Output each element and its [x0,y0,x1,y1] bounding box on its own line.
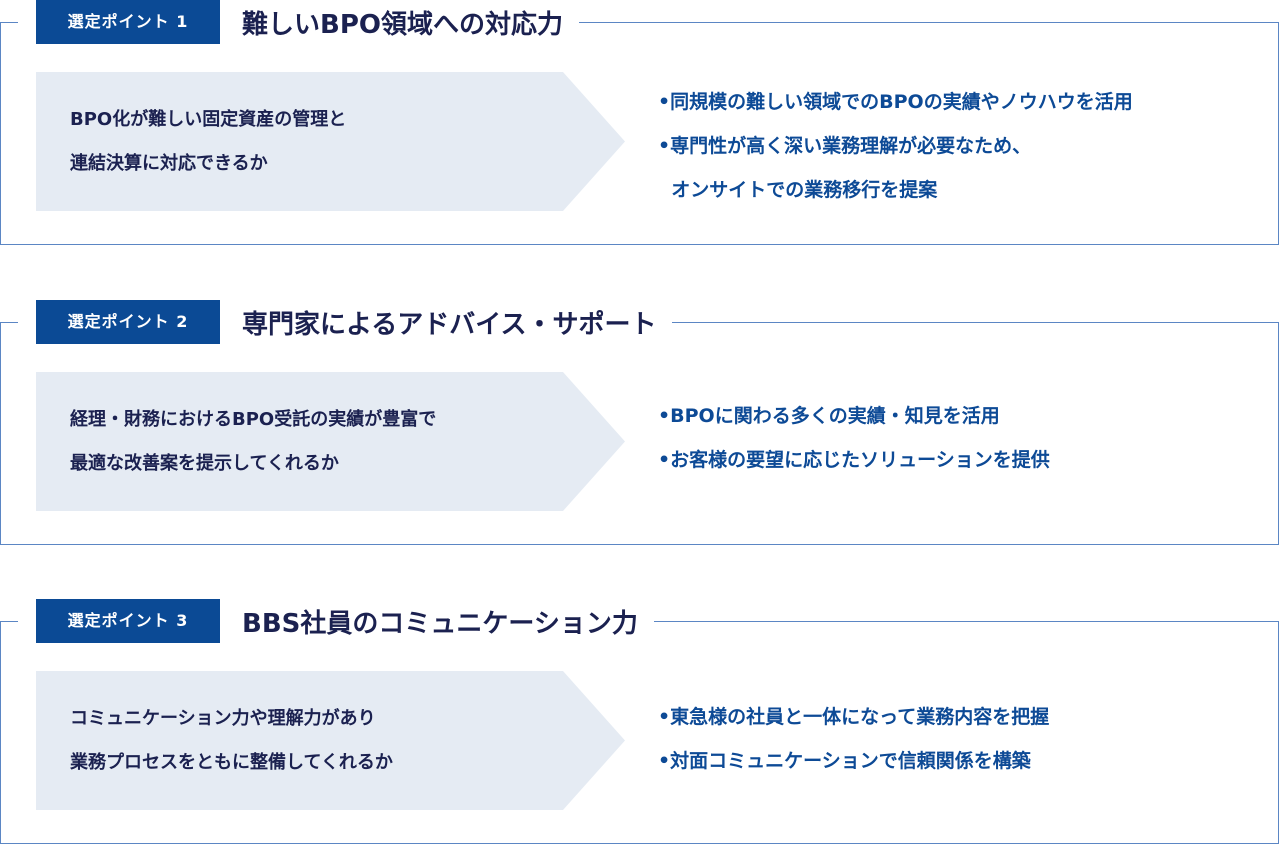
bullet-item: •専門性が高く深い業務理解が必要なため、 [658,135,1032,157]
point-badge: 選定ポイント 3 [36,599,220,643]
question-line: BPO化が難しい固定資産の管理と [70,109,347,130]
bullet-item: •対面コミュニケーションで信頼関係を構築 [658,750,1031,772]
answer-bullets: •BPOに関わる多くの実績・知見を活用 •お客様の要望に応じたソリューションを提… [658,394,1050,482]
selection-point-1: 選定ポイント 1 難しいBPO領域への対応力 BPO化が難しい固定資産の管理と … [0,0,1280,245]
question-arrow-panel: BPO化が難しい固定資産の管理と 連結決算に対応できるか [36,72,625,211]
bullet-item: •東急様の社員と一体になって業務内容を把握 [658,706,1050,728]
question-line: 業務プロセスをともに整備してくれるか [70,752,393,773]
question-line: 最適な改善案を提示してくれるか [70,453,339,474]
question-line: 連結決算に対応できるか [70,153,268,174]
section-header: 選定ポイント 3 BBS社員のコミュニケーション力 [18,599,654,643]
section-title: 難しいBPO領域への対応力 [242,9,563,40]
question-arrow-panel: 経理・財務におけるBPO受託の実績が豊富で 最適な改善案を提示してくれるか [36,372,625,511]
answer-bullets: •同規模の難しい領域でのBPOの実績やノウハウを活用 •専門性が高く深い業務理解… [658,80,1133,212]
point-badge: 選定ポイント 2 [36,300,220,344]
selection-point-2: 選定ポイント 2 専門家によるアドバイス・サポート 経理・財務におけるBPO受託… [0,300,1280,545]
answer-bullets: •東急様の社員と一体になって業務内容を把握 •対面コミュニケーションで信頼関係を… [658,695,1049,783]
section-header: 選定ポイント 1 難しいBPO領域への対応力 [18,0,579,44]
section-title: BBS社員のコミュニケーション力 [242,608,638,639]
section-header: 選定ポイント 2 専門家によるアドバイス・サポート [18,300,673,344]
point-badge: 選定ポイント 1 [36,0,220,44]
question-text: コミュニケーション力や理解力があり 業務プロセスをともに整備してくれるか [70,697,393,785]
question-text: 経理・財務におけるBPO受託の実績が豊富で 最適な改善案を提示してくれるか [70,398,436,486]
question-arrow-panel: コミュニケーション力や理解力があり 業務プロセスをともに整備してくれるか [36,671,625,810]
question-text: BPO化が難しい固定資産の管理と 連結決算に対応できるか [70,98,346,186]
bullet-item: •同規模の難しい領域でのBPOの実績やノウハウを活用 [658,91,1133,113]
section-frame [0,22,1279,245]
question-line: 経理・財務におけるBPO受託の実績が豊富で [70,409,437,430]
selection-point-3: 選定ポイント 3 BBS社員のコミュニケーション力 コミュニケーション力や理解力… [0,599,1280,844]
bullet-item: •お客様の要望に応じたソリューションを提供 [658,449,1050,471]
question-line: コミュニケーション力や理解力があり [70,708,376,729]
bullet-item: •BPOに関わる多くの実績・知見を活用 [658,405,1000,427]
bullet-item: オンサイトでの業務移行を提案 [658,179,938,201]
section-title: 専門家によるアドバイス・サポート [242,309,657,340]
